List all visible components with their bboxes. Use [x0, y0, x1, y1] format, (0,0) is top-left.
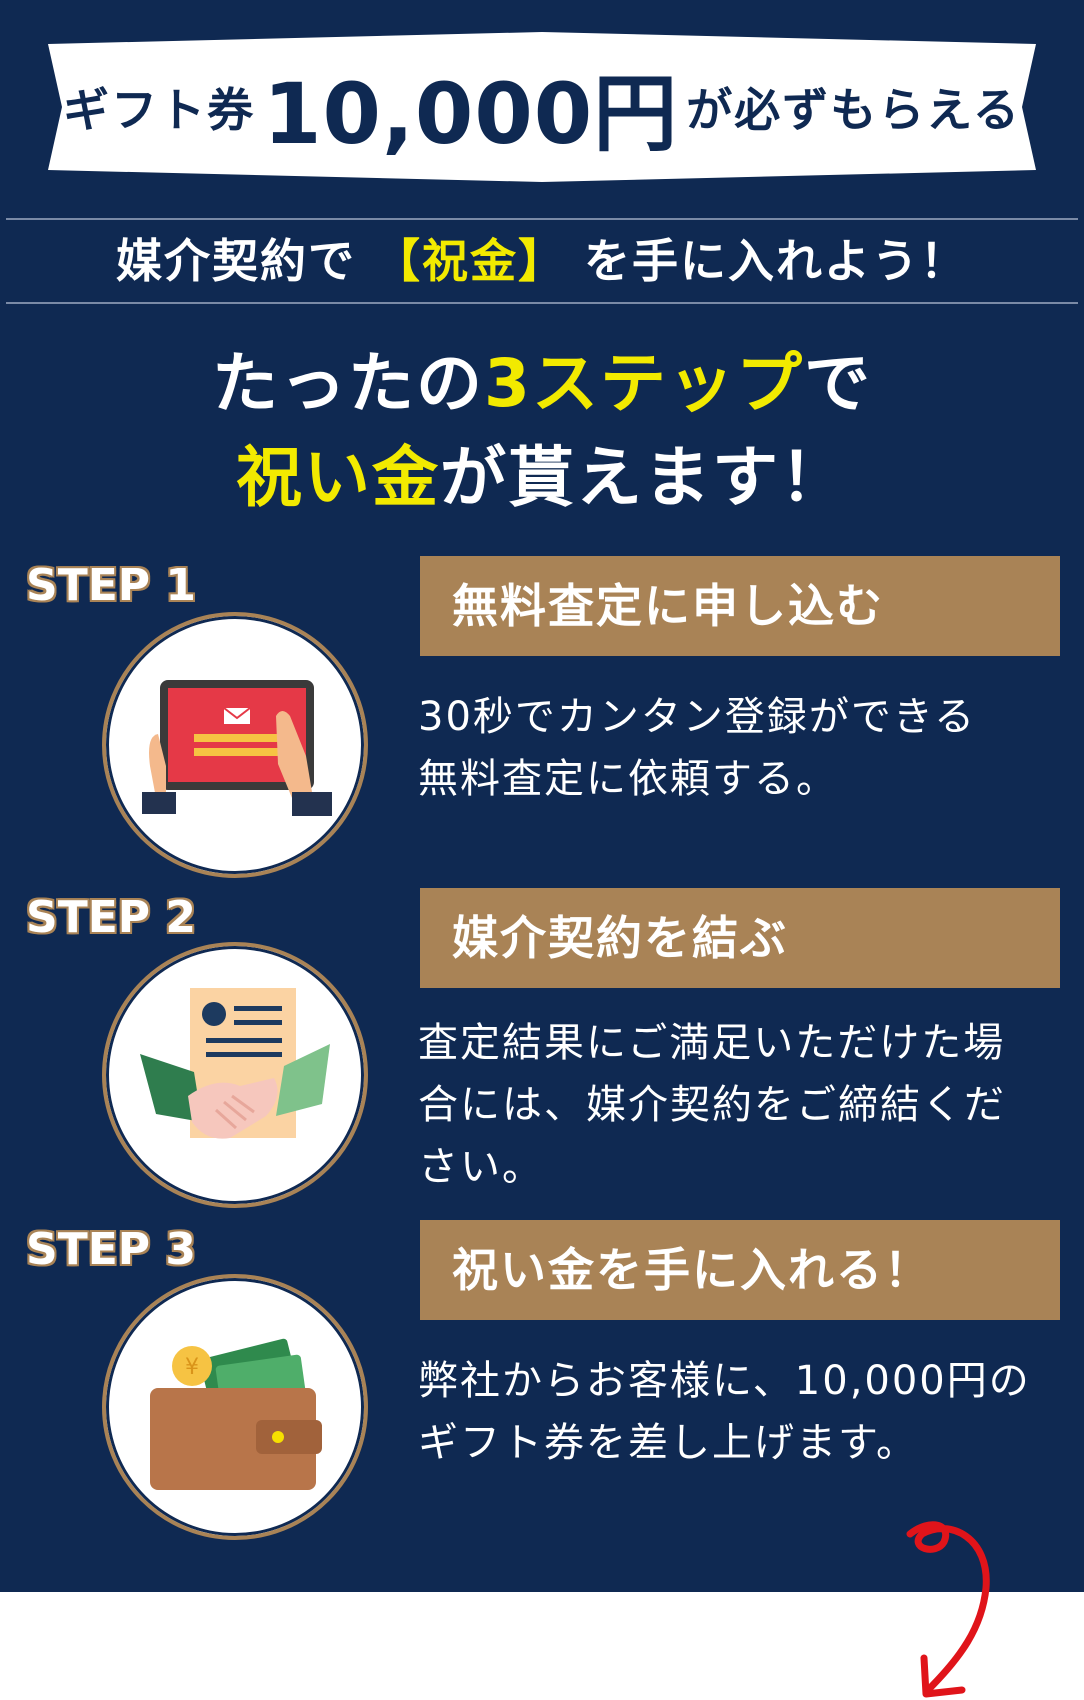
handshake-contract-icon [140, 988, 330, 1139]
step2-desc: 査定結果にご満足いただけた場 合には、媒介契約をご締結くだ さい。 [418, 1012, 1058, 1198]
step1-desc: 30秒でカンタン登録ができる 無料査定に依頼する。 [418, 686, 1058, 810]
banner-prefix: ギフト券 [63, 83, 256, 137]
divider-top [6, 218, 1078, 220]
wallet-icon: ¥ [150, 1338, 322, 1490]
headline-line1-after: で [803, 345, 872, 422]
headline-line1: たったの3ステップで [0, 330, 1084, 426]
headline-line2-after: が貰えます！ [440, 439, 848, 516]
banner-suffix: が必ずもらえる [686, 83, 1021, 137]
headline-line1-before: たったの [212, 345, 485, 422]
step1-desc-line1: 30秒でカンタン登録ができる [418, 694, 977, 740]
step3-label: STEP 3 [26, 1224, 196, 1275]
scroll-down-arrow-icon [906, 1521, 990, 1698]
step2-desc-line3: さい。 [418, 1144, 544, 1190]
step1-desc-line2: 無料査定に依頼する。 [418, 756, 838, 802]
step1-circle [102, 612, 368, 878]
step3-title: 祝い金を手に入れる！ [420, 1220, 1060, 1320]
steps-panel: ギフト券 10,000円 が必ずもらえる 媒介契約で 【祝金】 を手に入れよう！… [0, 0, 1084, 1592]
subhead-highlight: 【祝金】 [374, 234, 566, 288]
step2-desc-line2: 合には、媒介契約をご締結くだ [418, 1082, 1006, 1128]
banner-amount: 10,000円 [263, 64, 679, 163]
step3-desc-line1: 弊社からお客様に、10,000円の [418, 1358, 1031, 1404]
tablet-icon [142, 680, 332, 816]
step3-desc: 弊社からお客様に、10,000円の ギフト券を差し上げます。 [418, 1350, 1058, 1474]
gift-banner: ギフト券 10,000円 が必ずもらえる [48, 32, 1036, 182]
subhead: 媒介契約で 【祝金】 を手に入れよう！ [0, 225, 1084, 291]
subhead-before: 媒介契約で [115, 234, 356, 288]
step2-title: 媒介契約を結ぶ [420, 888, 1060, 988]
step3-desc-line2: ギフト券を差し上げます。 [418, 1420, 918, 1466]
headline-line2: 祝い金が貰えます！ [0, 424, 1084, 520]
step2-circle [102, 942, 368, 1208]
subhead-after: を手に入れよう！ [584, 234, 969, 288]
step1-label: STEP 1 [26, 560, 196, 611]
step2-label: STEP 2 [26, 892, 196, 943]
headline-line2-highlight: 祝い金 [236, 439, 440, 516]
headline-line1-highlight: 3ステップ [484, 345, 804, 422]
svg-text:¥: ¥ [185, 1355, 199, 1380]
step3-circle: ¥ [102, 1274, 368, 1540]
divider-bottom [6, 302, 1078, 304]
step1-title: 無料査定に申し込む [420, 556, 1060, 656]
step2-desc-line1: 査定結果にご満足いただけた場 [418, 1020, 1006, 1066]
banner-background [48, 32, 1036, 182]
